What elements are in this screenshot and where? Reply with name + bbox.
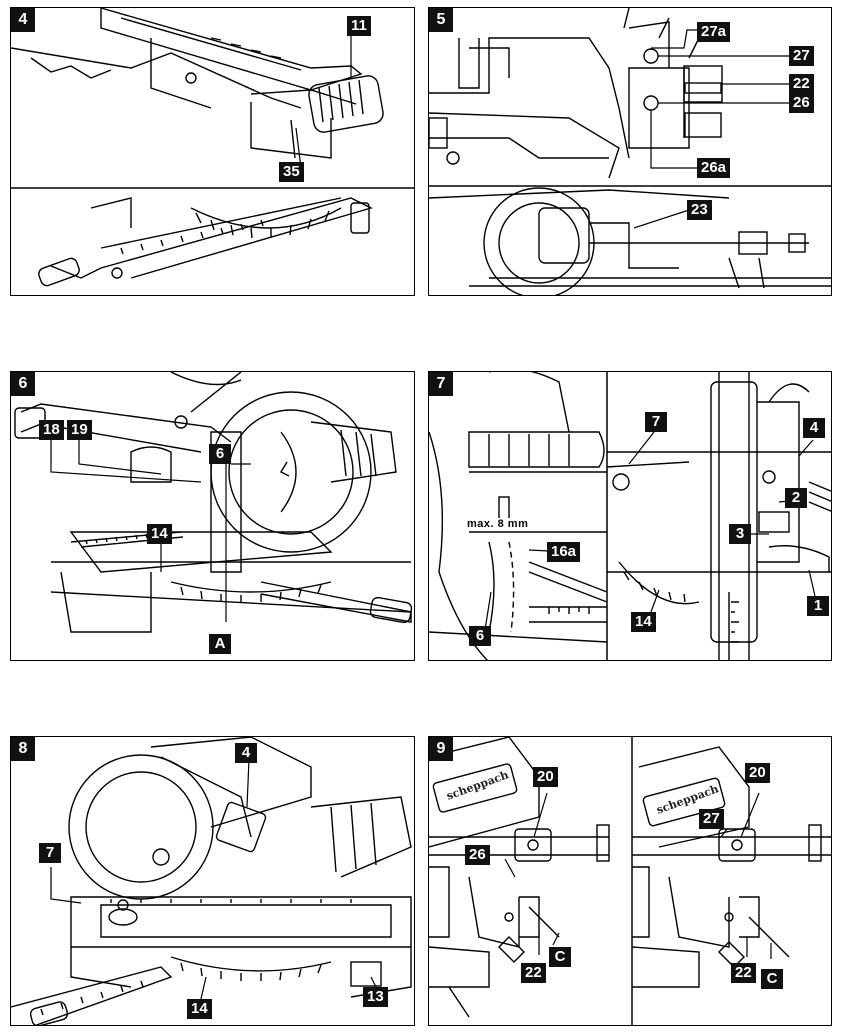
label-13: 13 — [363, 987, 388, 1007]
label-16a: 16a — [547, 542, 581, 562]
figure-9-drawing — [429, 737, 831, 1025]
label-22-right: 22 — [731, 963, 756, 983]
label-20-right: 20 — [745, 763, 770, 783]
figure-number: 6 — [11, 372, 35, 396]
label-20-left: 20 — [533, 767, 558, 787]
label-2: 2 — [785, 488, 807, 508]
label-26: 26 — [789, 93, 814, 113]
label-6: 6 — [209, 444, 231, 464]
label-22-left: 22 — [521, 963, 546, 983]
figure-8-panel: 8 4 7 14 13 — [10, 736, 415, 1026]
figure-5-drawing — [429, 8, 831, 295]
label-27: 27 — [789, 46, 814, 66]
figure-8-drawing — [11, 737, 412, 1025]
figure-7-drawing — [429, 372, 831, 660]
figure-4-panel: 4 11 35 — [10, 7, 415, 296]
label-14: 14 — [187, 999, 212, 1019]
label-14: 14 — [147, 524, 172, 544]
label-18: 18 — [39, 420, 64, 440]
figure-7-panel: 7 max. 8 mm 16a 6 7 4 2 3 1 14 — [428, 371, 832, 661]
label-26a: 26a — [697, 158, 731, 178]
label-A: A — [209, 634, 231, 654]
label-11: 11 — [347, 16, 371, 36]
label-14: 14 — [631, 612, 656, 632]
figure-number: 8 — [11, 737, 35, 761]
label-C-right: C — [761, 969, 783, 989]
label-4: 4 — [803, 418, 825, 438]
label-27a: 27a — [697, 22, 731, 42]
figure-number: 5 — [429, 8, 453, 32]
max-gap-note: max. 8 mm — [465, 518, 531, 530]
label-26: 26 — [465, 845, 490, 865]
label-4: 4 — [235, 743, 257, 763]
figure-number: 9 — [429, 737, 453, 761]
figure-number: 7 — [429, 372, 453, 396]
label-27: 27 — [699, 809, 724, 829]
label-35: 35 — [279, 162, 304, 182]
figure-6-drawing — [14, 372, 413, 633]
label-7: 7 — [645, 412, 667, 432]
label-3: 3 — [729, 524, 751, 544]
label-19: 19 — [67, 420, 92, 440]
label-6: 6 — [469, 626, 491, 646]
figure-number: 4 — [11, 8, 35, 32]
label-23: 23 — [687, 200, 712, 220]
label-22: 22 — [789, 74, 814, 94]
figure-4-drawing — [11, 8, 414, 287]
label-1: 1 — [807, 596, 829, 616]
label-7: 7 — [39, 843, 61, 863]
figure-5-panel: 5 27a 27 22 26 26a 23 — [428, 7, 832, 296]
figure-9-panel: 9 scheppach scheppach 20 26 22 C 20 27 2… — [428, 736, 832, 1026]
figure-6-panel: 6 18 19 6 14 A — [10, 371, 415, 661]
label-C-left: C — [549, 947, 571, 967]
